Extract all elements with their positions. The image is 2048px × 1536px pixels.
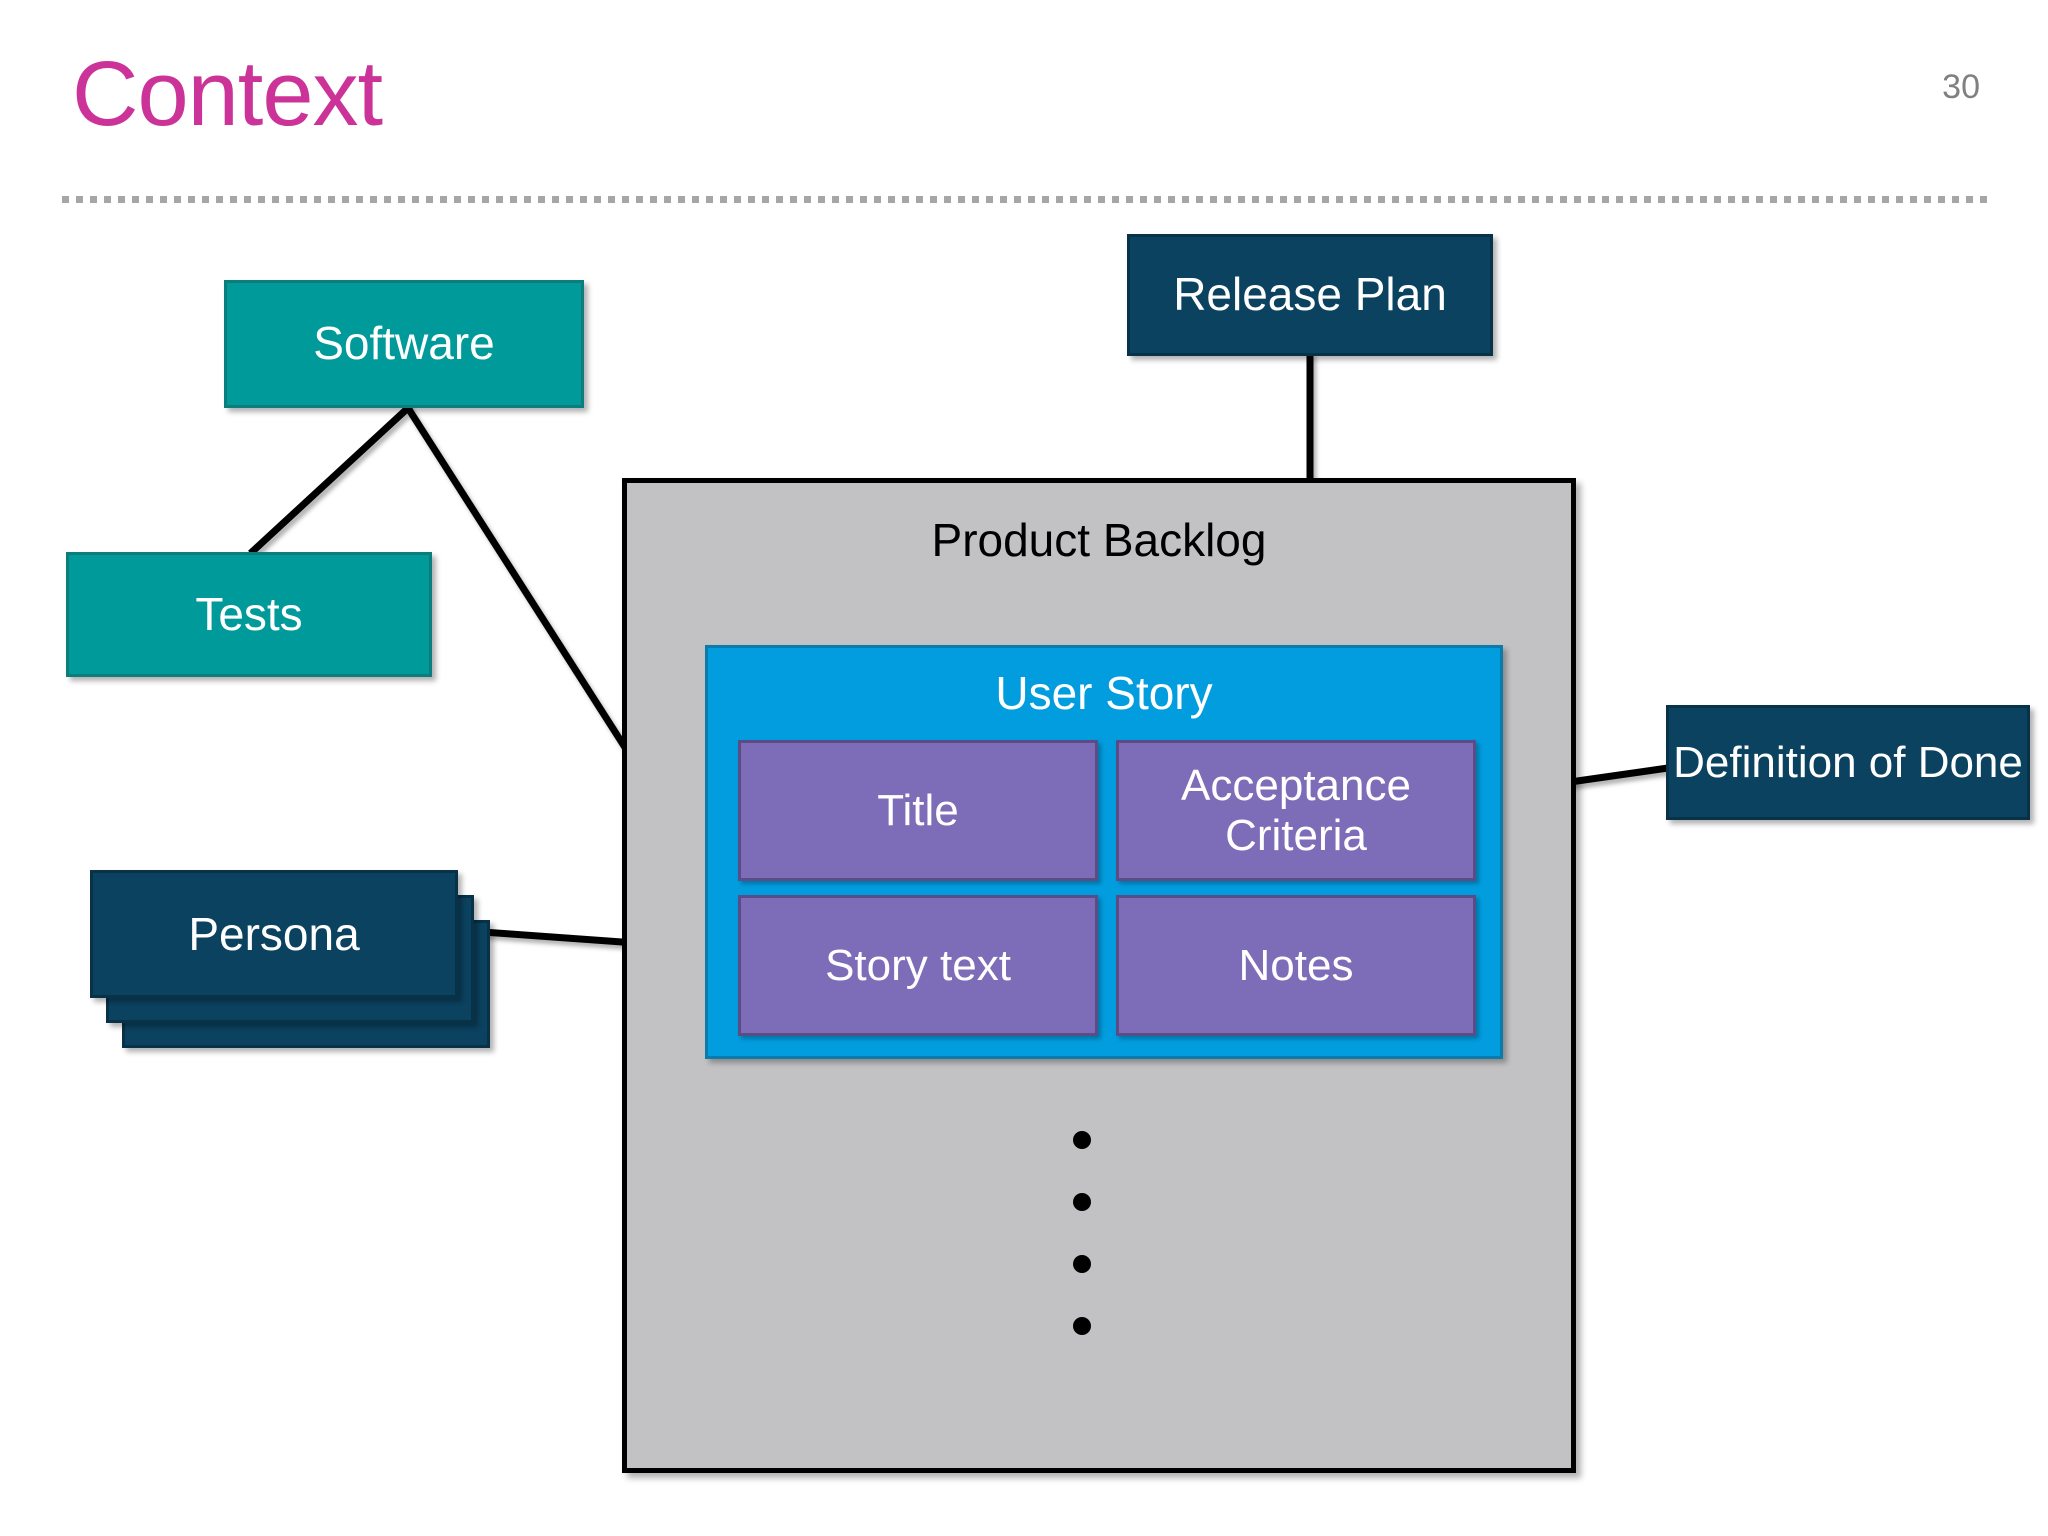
page-number: 30 [1942,68,1980,106]
user-story-field-notes[interactable]: Notes [1116,895,1476,1036]
product-backlog-container[interactable]: Product Backlog User Story Title Accepta… [622,478,1576,1473]
node-software[interactable]: Software [224,280,584,408]
connector-software-to-tests [248,403,413,556]
bullet-dot-icon [1073,1131,1091,1149]
user-story-title: User Story [995,667,1213,719]
title-divider [62,196,1987,203]
user-story-field-story-text[interactable]: Story text [738,895,1098,1036]
product-backlog-title: Product Backlog [931,514,1267,566]
page-title: Context [72,43,383,145]
node-persona-stack[interactable]: Persona [90,870,490,1060]
bullet-dot-icon [1073,1317,1091,1335]
user-story-field-grid: Title Acceptance Criteria Story text Not… [738,740,1476,1036]
node-tests[interactable]: Tests [66,552,432,677]
node-release-plan[interactable]: Release Plan [1127,234,1493,356]
user-story-field-acceptance-criteria[interactable]: Acceptance Criteria [1116,740,1476,881]
bullet-dot-icon [1073,1193,1091,1211]
node-definition-of-done[interactable]: Definition of Done [1666,705,2030,820]
backlog-more-items-dots [1073,1131,1103,1379]
user-story-card[interactable]: User Story Title Acceptance Criteria Sto… [705,645,1503,1059]
bullet-dot-icon [1073,1255,1091,1273]
user-story-field-title[interactable]: Title [738,740,1098,881]
persona-card-front[interactable]: Persona [90,870,458,998]
